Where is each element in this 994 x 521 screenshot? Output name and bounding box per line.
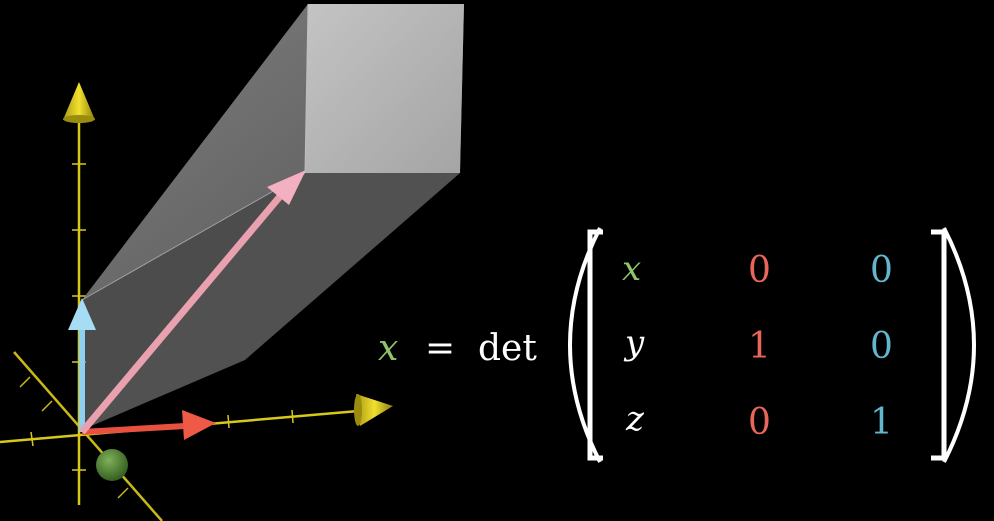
matrix-entry-0-1: 0: [748, 250, 771, 291]
matrix-entry-x: x: [622, 249, 641, 289]
matrix-entry-y: y: [623, 323, 645, 363]
left-bracket: [587, 229, 603, 461]
sphere-icon: [96, 449, 128, 481]
blue-vector: [68, 298, 96, 432]
left-parenthesis: [568, 227, 602, 463]
equation-det: det: [478, 328, 537, 369]
right-bracket: [931, 229, 947, 461]
equation-equals: =: [425, 328, 455, 369]
matrix-entry-0-2: 0: [870, 250, 893, 291]
matrix-entry-2-2: 1: [870, 402, 893, 443]
y-axis: [13, 351, 163, 521]
equation: x = det x 0 0 y 1 0 z 0 1: [378, 227, 976, 463]
right-parenthesis: [942, 227, 976, 463]
pink-vector: [79, 170, 306, 435]
z-axis-arrow-icon: [63, 82, 95, 123]
red-vector: [81, 410, 216, 440]
matrix-entry-2-1: 0: [748, 402, 771, 443]
matrix-entry-z: z: [625, 399, 645, 439]
matrix-entry-1-1: 1: [748, 326, 771, 367]
equation-lhs: x: [378, 328, 398, 369]
x-axis-arrow-icon: [354, 394, 393, 426]
matrix-entry-1-2: 0: [870, 326, 893, 367]
